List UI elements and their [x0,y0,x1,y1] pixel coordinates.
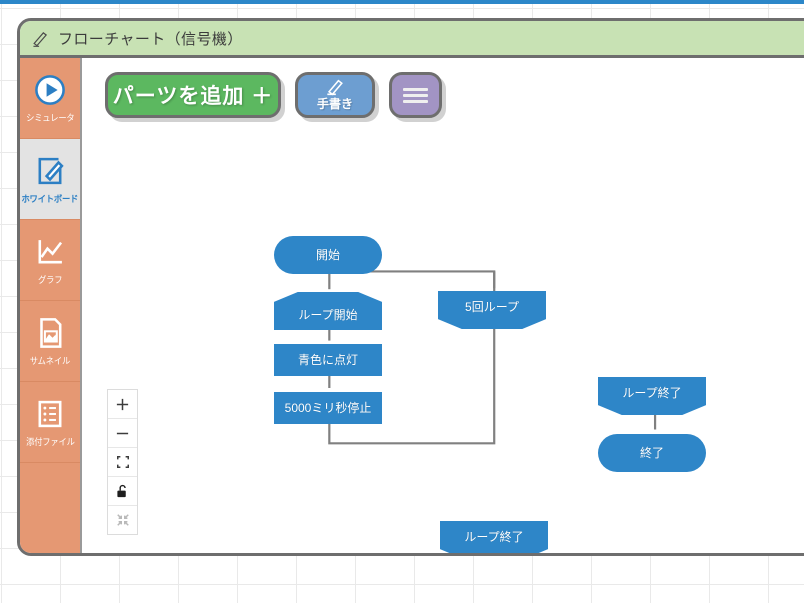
hamburger-menu-button[interactable] [389,72,442,118]
whiteboard-canvas[interactable]: パーツを追加 ＋ 手書き [82,58,804,553]
card-body: シミュレータ ホワイトボード グラフ [20,58,804,553]
sidebar-item-simulator[interactable]: シミュレータ [20,58,80,139]
collapse-arrows-icon [116,514,129,526]
flow-node-label: 5回ループ [465,299,519,314]
sidebar-item-label: グラフ [37,274,63,285]
sidebar-item-label: シミュレータ [25,112,75,123]
flow-node-label: 開始 [315,247,340,262]
hamburger-menu-icon [403,85,428,106]
flow-node-label: 5000ミリ秒停止 [284,400,372,415]
flow-node-label: 青色に点灯 [297,352,358,367]
flow-node-loop-end-1[interactable]: ループ終了 [598,377,706,415]
card-header: フローチャート（信号機） [20,21,804,58]
sidebar-item-attachment[interactable]: 添付ファイル [20,382,80,463]
sidebar-item-label: ホワイトボード [21,193,79,204]
top-accent-bar [0,0,804,4]
list-document-icon [38,400,62,427]
sidebar-item-thumbnail[interactable]: サムネイル [20,301,80,382]
fit-icon [116,456,129,468]
handwrite-button[interactable]: 手書き [295,72,375,118]
flow-node-start[interactable]: 開始 [274,236,382,274]
flow-node-label: ループ終了 [464,529,524,544]
whiteboard-pencil-icon [38,157,64,184]
image-document-icon [40,317,62,348]
collapse-view-button[interactable] [108,506,137,534]
plus-icon [116,398,129,410]
zoom-out-button[interactable] [108,419,137,448]
flow-node-end[interactable]: 終了 [598,434,706,472]
flow-node-label: 終了 [639,445,664,460]
pencil-underline-icon [327,79,343,95]
lock-canvas-button[interactable] [108,477,137,506]
flow-node-label: ループ開始 [298,308,358,322]
play-circle-icon [35,74,65,105]
line-chart-icon [38,239,63,263]
canvas-controls [107,389,138,535]
app-card: フローチャート（信号機） シミュレータ ホワイト [17,18,804,556]
zoom-in-button[interactable] [108,390,137,419]
unlocked-padlock-icon [117,484,126,497]
sidebar: シミュレータ ホワイトボード グラフ [20,58,82,553]
flow-node-loop-end-2[interactable]: ループ終了 [440,521,548,553]
minus-icon [116,432,129,434]
add-part-button[interactable]: パーツを追加 ＋ [105,72,281,118]
flow-node-loop-start[interactable]: ループ開始 [274,292,382,330]
sidebar-item-graph[interactable]: グラフ [20,220,80,301]
flow-node-wait[interactable]: 5000ミリ秒停止 [274,392,382,424]
handwrite-label: 手書き [316,96,353,111]
fit-to-screen-button[interactable] [108,448,137,477]
sidebar-item-label: サムネイル [29,355,71,366]
flow-node-loop-5times[interactable]: 5回ループ [438,291,546,329]
page-title: フローチャート（信号機） [58,30,243,48]
sidebar-item-label: 添付ファイル [25,436,75,447]
pencil-icon[interactable] [32,30,49,47]
flow-node-label: ループ終了 [622,385,682,400]
sidebar-item-whiteboard[interactable]: ホワイトボード [20,139,80,220]
toolbar: パーツを追加 ＋ 手書き [105,72,442,118]
flow-node-blue-light[interactable]: 青色に点灯 [274,344,382,376]
